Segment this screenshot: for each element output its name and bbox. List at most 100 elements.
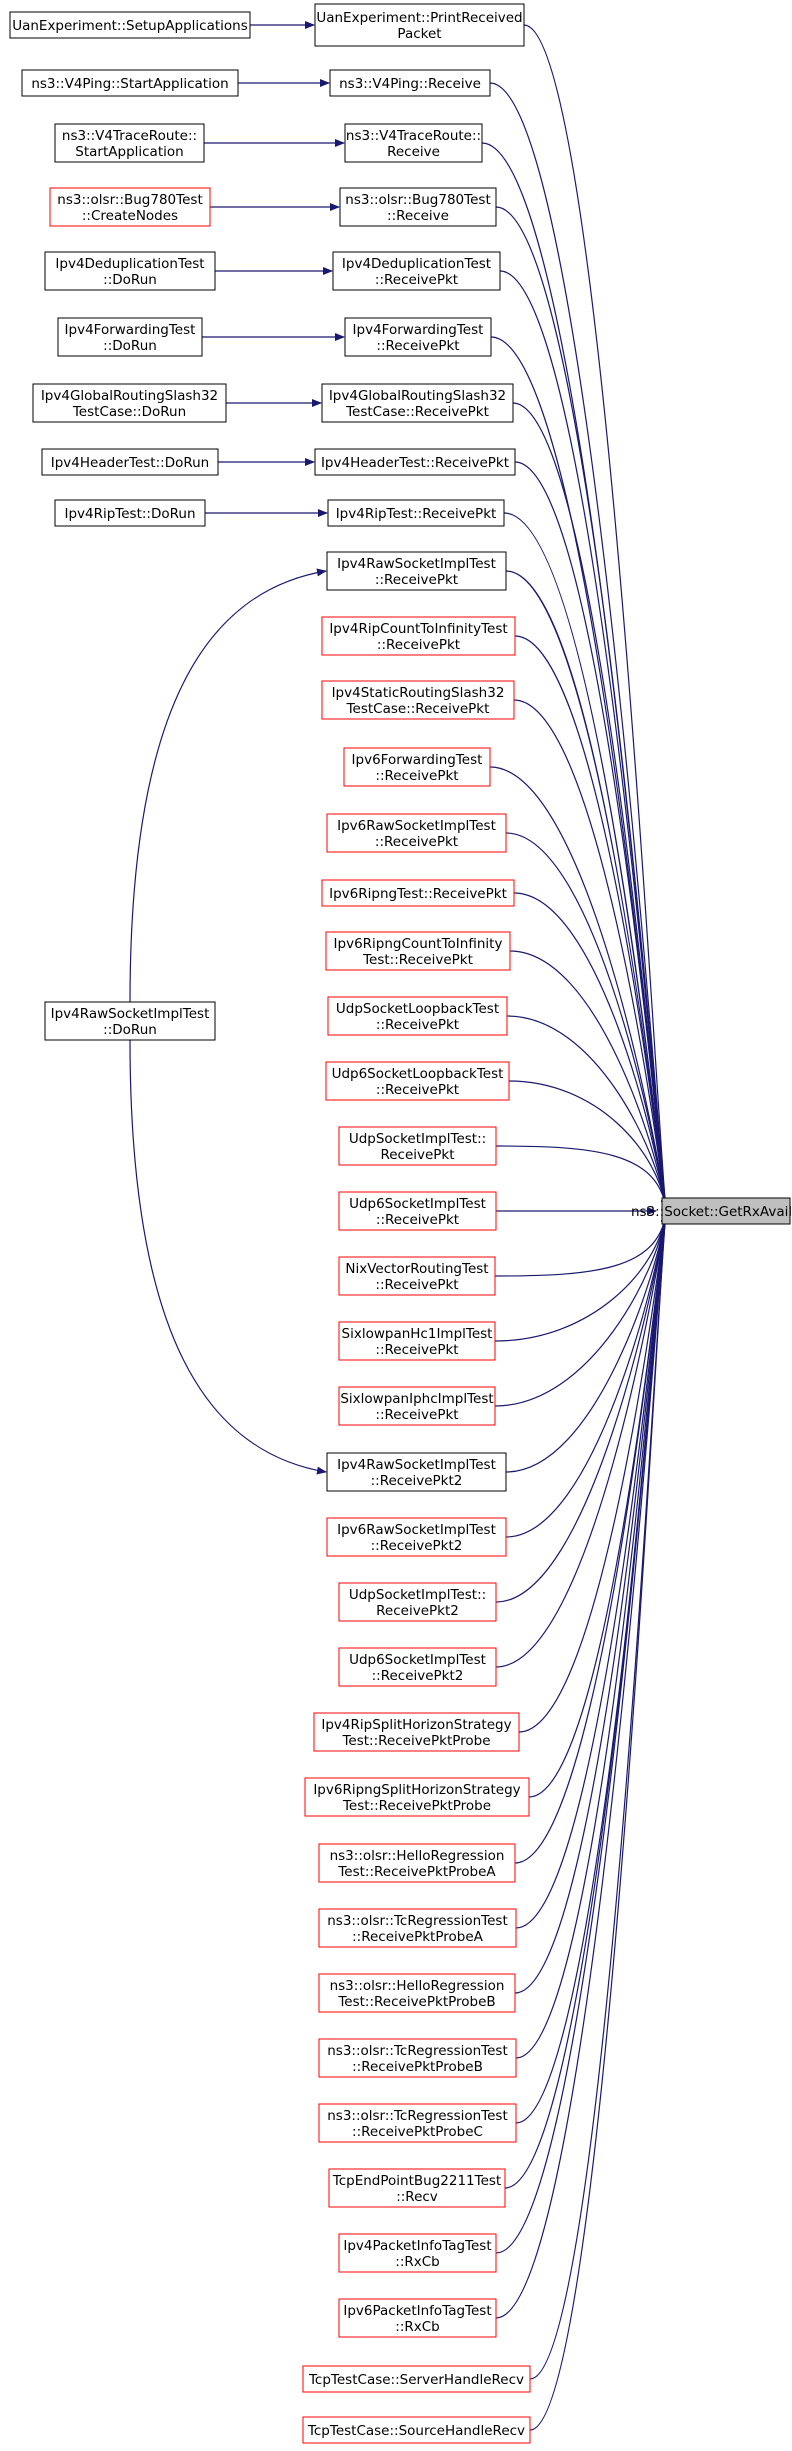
node-label-line: Ipv6RawSocketImplTest xyxy=(337,1522,496,1538)
node-raw6[interactable]: Ipv6RawSocketImplTest::ReceivePkt xyxy=(326,813,507,853)
node-tcpbug[interactable]: TcpEndPointBug2211Test::Recv xyxy=(328,2168,506,2208)
node-label-line: ::ReceivePkt xyxy=(375,1277,458,1293)
node-label-line: Ipv4RawSocketImplTest xyxy=(337,1457,496,1473)
edge-uan-print-to-target xyxy=(523,24,669,1210)
node-sixhc1[interactable]: SixlowpanHc1ImplTest::ReceivePkt xyxy=(338,1321,496,1361)
edge-ripngsplit-to-target xyxy=(528,1212,669,1798)
node-label-line: Udp6SocketLoopbackTest xyxy=(332,1066,504,1082)
node-raw6-receive2[interactable]: Ipv6RawSocketImplTest::ReceivePkt2 xyxy=(326,1517,507,1557)
edge-raw4-dorun-to-raw4-receive2 xyxy=(129,1039,327,1475)
node-helloA[interactable]: ns3::olsr::HelloRegressionTest::ReceiveP… xyxy=(318,1843,516,1883)
node-label-line: Ipv6RipngCountToInfinity xyxy=(334,936,503,952)
node-tcpserver[interactable]: TcpTestCase::ServerHandleRecv xyxy=(302,2365,531,2393)
node-ripsplit[interactable]: Ipv4RipSplitHorizonStrategyTest::Receive… xyxy=(313,1712,520,1752)
node-label-line: Ipv6RawSocketImplTest xyxy=(337,818,496,834)
node-staticslash[interactable]: Ipv4StaticRoutingSlash32TestCase::Receiv… xyxy=(321,680,515,720)
node-label-line: Ipv6PacketInfoTagTest xyxy=(343,2303,491,2319)
node-ripng[interactable]: Ipv6RipngTest::ReceivePkt xyxy=(321,879,515,907)
node-label-line: ns3::olsr::HelloRegression xyxy=(330,1978,505,1994)
node-udp6loop[interactable]: Udp6SocketLoopbackTest::ReceivePkt xyxy=(325,1061,510,1101)
node-dedup-receive[interactable]: Ipv4DeduplicationTest::ReceivePkt xyxy=(332,251,501,291)
node-label-line: ReceivePkt2 xyxy=(376,1603,459,1619)
node-label-line: Test::ReceivePktProbe xyxy=(341,1733,490,1749)
node-sixiphc[interactable]: SixlowpanIphcImplTest::ReceivePkt xyxy=(338,1386,496,1426)
node-raw4-receive[interactable]: Ipv4RawSocketImplTest::ReceivePkt xyxy=(326,551,507,591)
node-raw4-dorun[interactable]: Ipv4RawSocketImplTest::DoRun xyxy=(44,1001,216,1041)
node-box xyxy=(313,1712,520,1752)
node-box xyxy=(318,2038,517,2078)
node-label-line: Test::ReceivePktProbeA xyxy=(337,1864,496,1880)
edge-udpimpl2-to-target xyxy=(495,1212,669,1603)
node-box xyxy=(318,2103,517,2143)
node-udploop[interactable]: UdpSocketLoopbackTest::ReceivePkt xyxy=(327,996,508,1036)
node-box xyxy=(41,448,219,476)
node-hdr-dorun[interactable]: Ipv4HeaderTest::DoRun xyxy=(41,448,219,476)
node-helloB[interactable]: ns3::olsr::HelloRegressionTest::ReceiveP… xyxy=(318,1973,516,2013)
edge-sixiphc-to-target xyxy=(494,1212,669,1407)
target-node[interactable]: ns3::Socket::GetRxAvailable xyxy=(631,1197,792,1225)
edge-olsr-receive-to-target xyxy=(495,206,669,1210)
node-box xyxy=(344,317,492,357)
node-tcC[interactable]: ns3::olsr::TcRegressionTest::ReceivePktP… xyxy=(318,2103,517,2143)
node-udpimpl2[interactable]: UdpSocketImplTest::ReceivePkt2 xyxy=(338,1582,497,1622)
node-label-line: Ipv4RipSplitHorizonStrategy xyxy=(321,1717,511,1733)
node-label-line: Ipv4ForwardingTest xyxy=(353,322,484,338)
node-label-line: ::ReceivePkt2 xyxy=(372,1668,464,1684)
node-box xyxy=(329,69,491,97)
node-label-line: TestCase::ReceivePkt xyxy=(346,701,490,717)
node-gslash-receive[interactable]: Ipv4GlobalRoutingSlash32TestCase::Receiv… xyxy=(321,383,514,423)
node-label-line: ns3::V4TraceRoute:: xyxy=(62,128,197,144)
node-v4ping-receive[interactable]: ns3::V4Ping::Receive xyxy=(329,69,491,97)
nodes-layer: UanExperiment::SetupApplications UanExper… xyxy=(9,3,792,2444)
edge-helloA-to-target xyxy=(514,1212,669,1864)
node-raw4-receive2[interactable]: Ipv4RawSocketImplTest::ReceivePkt2 xyxy=(326,1452,507,1492)
node-label-line: ::ReceivePkt xyxy=(376,1212,459,1228)
node-traceroute-start[interactable]: ns3::V4TraceRoute::StartApplication xyxy=(54,123,205,163)
node-rip-receive[interactable]: Ipv4RipTest::ReceivePkt xyxy=(327,499,505,527)
node-label-line: ::ReceivePktProbeB xyxy=(352,2059,483,2075)
node-tcA[interactable]: ns3::olsr::TcRegressionTest::ReceivePktP… xyxy=(318,1908,517,1948)
node-tcB[interactable]: ns3::olsr::TcRegressionTest::ReceivePktP… xyxy=(318,2038,517,2078)
node-label-line: Ipv4HeaderTest::DoRun xyxy=(51,455,210,471)
node-olsr-receive[interactable]: ns3::olsr::Bug780Test::Receive xyxy=(339,187,497,227)
node-udp6impl2[interactable]: Udp6SocketImplTest::ReceivePkt2 xyxy=(338,1647,497,1687)
node-ripcount[interactable]: Ipv4RipCountToInfinityTest::ReceivePkt xyxy=(321,616,516,656)
edge-ripngcount-to-target xyxy=(509,950,669,1210)
node-box xyxy=(318,1908,517,1948)
node-box xyxy=(321,680,515,720)
node-label-line: ::Recv xyxy=(396,2189,438,2205)
node-v4ping-start[interactable]: ns3::V4Ping::StartApplication xyxy=(21,69,239,97)
node-uan-setup[interactable]: UanExperiment::SetupApplications xyxy=(9,11,251,39)
node-tcpsource[interactable]: TcpTestCase::SourceHandleRecv xyxy=(302,2416,531,2444)
node-hdr-receive[interactable]: Ipv4HeaderTest::ReceivePkt xyxy=(314,448,516,476)
node-label-line: TcpTestCase::ServerHandleRecv xyxy=(308,2372,524,2388)
node-fwd-receive[interactable]: Ipv4ForwardingTest::ReceivePkt xyxy=(344,317,492,357)
node-nixvector[interactable]: NixVectorRoutingTest::ReceivePkt xyxy=(338,1256,496,1296)
node-label-line: ::ReceivePkt xyxy=(375,768,458,784)
node-udp6impl[interactable]: Udp6SocketImplTest::ReceivePkt xyxy=(338,1191,497,1231)
node-label-line: Ipv4GlobalRoutingSlash32 xyxy=(329,388,506,404)
node-olsr-createnodes[interactable]: ns3::olsr::Bug780Test::CreateNodes xyxy=(49,187,211,227)
node-label-line: ns3::Socket::GetRxAvailable xyxy=(631,1204,792,1220)
node-fwd-dorun[interactable]: Ipv4ForwardingTest::DoRun xyxy=(57,317,203,357)
node-pktinfo4[interactable]: Ipv4PacketInfoTagTest::RxCb xyxy=(338,2233,497,2273)
edge-traceroute-receive-to-target xyxy=(481,142,669,1210)
node-label-line: Ipv4DeduplicationTest xyxy=(55,256,204,272)
edge-udpimpl-to-target xyxy=(495,1145,669,1210)
node-dedup-dorun[interactable]: Ipv4DeduplicationTest::DoRun xyxy=(44,251,216,291)
node-fwd6[interactable]: Ipv6ForwardingTest::ReceivePkt xyxy=(343,747,491,787)
node-pktinfo6[interactable]: Ipv6PacketInfoTagTest::RxCb xyxy=(338,2298,497,2338)
node-udpimpl[interactable]: UdpSocketImplTest::ReceivePkt xyxy=(338,1126,497,1166)
node-label-line: UanExperiment::PrintReceived xyxy=(316,10,522,26)
node-box xyxy=(21,69,239,97)
edge-hdr-receive-to-target xyxy=(514,461,669,1210)
node-box xyxy=(327,499,505,527)
node-traceroute-receive[interactable]: ns3::V4TraceRoute::Receive xyxy=(344,123,483,163)
node-rip-dorun[interactable]: Ipv4RipTest::DoRun xyxy=(54,499,206,527)
node-ripngsplit[interactable]: Ipv6RipngSplitHorizonStrategyTest::Recei… xyxy=(304,1777,530,1817)
node-label-line: StartApplication xyxy=(75,144,183,160)
